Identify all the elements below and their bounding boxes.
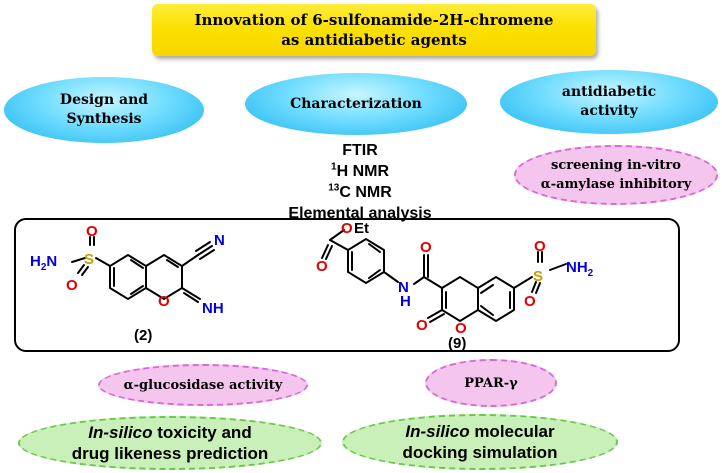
c-nmr-label: 13C NMR	[328, 182, 392, 201]
ppar-node: PPAR-γ	[425, 359, 557, 407]
c9-amide-h: H	[400, 293, 411, 310]
design-line-2: Synthesis	[66, 111, 142, 127]
compound-9-label: (9)	[448, 335, 466, 352]
compound-2-label: (2)	[134, 327, 152, 344]
c9-amide-oxygen: O	[420, 239, 432, 256]
c2-h2n: H2N	[30, 253, 57, 273]
c9-lactone-oxygen: O	[416, 317, 428, 334]
glucosidase-label: α-glucosidase activity	[123, 377, 283, 393]
c2-nitrile-n: N	[214, 232, 225, 249]
c9-nh2: NH2	[566, 259, 594, 279]
title-line-2: as antidiabetic agents	[281, 31, 467, 49]
c2-sulfur: S	[84, 251, 94, 268]
title-line-1-text: Innovation of 6-sulfonamide-2H-chromene	[194, 11, 554, 29]
h-nmr-label: 1H NMR	[331, 161, 389, 180]
c2-ring-oxygen: O	[158, 293, 170, 310]
docking-line-2: docking simulation	[402, 443, 558, 462]
c9-sulfur: S	[533, 268, 543, 285]
activity-line-2: activity	[580, 103, 638, 119]
title-line-1: Innovation of 6-sulfonamide-2H-chromene	[195, 10, 554, 30]
c9-ester-oxygen: O	[341, 220, 353, 237]
c9-sulfonyl-oxygen-bottom: O	[524, 293, 536, 310]
characterization-label: Characterization	[290, 95, 422, 112]
c9-ethyl: Et	[354, 220, 369, 237]
screening-line-1: screening in-vitro	[551, 158, 681, 173]
c9-amide-n: N	[398, 279, 409, 296]
antidiabetic-activity-node: antidiabetic activity	[500, 70, 718, 134]
docking-simulation-node: In-silico molecular docking simulation	[342, 414, 618, 470]
screening-node: screening in-vitro α-amylase inhibitory	[514, 145, 718, 205]
title-banner: Innovation of 6-sulfonamide-2H-chromene …	[152, 4, 596, 56]
screening-line-2: α-amylase inhibitory	[540, 177, 692, 192]
activity-line-1: antidiabetic	[561, 84, 657, 100]
c2-oxygen-top: O	[86, 223, 98, 240]
glucosidase-node: α-glucosidase activity	[98, 364, 308, 406]
compound-structures-box	[14, 218, 680, 352]
c9-sulfonyl-oxygen-top: O	[534, 238, 546, 255]
docking-line-1: In-silico molecular	[405, 422, 555, 441]
c2-oxygen-bottom: O	[66, 277, 78, 294]
ftir-label: FTIR	[342, 142, 378, 159]
elemental-analysis-label: Elemental analysis	[288, 205, 432, 222]
toxicity-line-2: drug likeness prediction	[71, 444, 269, 463]
toxicity-prediction-node: In-silico toxicity and drug likeness pre…	[18, 416, 322, 470]
c9-ester-carbonyl-oxygen: O	[316, 258, 328, 275]
design-line-1: Design and	[59, 92, 149, 108]
c2-imine-nh: NH	[202, 300, 224, 317]
c9-ring-oxygen: O	[455, 320, 467, 337]
ppar-label: PPAR-γ	[464, 375, 518, 391]
toxicity-line-1: In-silico toxicity and	[88, 423, 252, 442]
characterization-methods: FTIR 1H NMR 13C NMR Elemental analysis	[230, 140, 490, 224]
characterization-node: Characterization	[245, 73, 467, 135]
design-synthesis-node: Design and Synthesis	[4, 77, 204, 143]
